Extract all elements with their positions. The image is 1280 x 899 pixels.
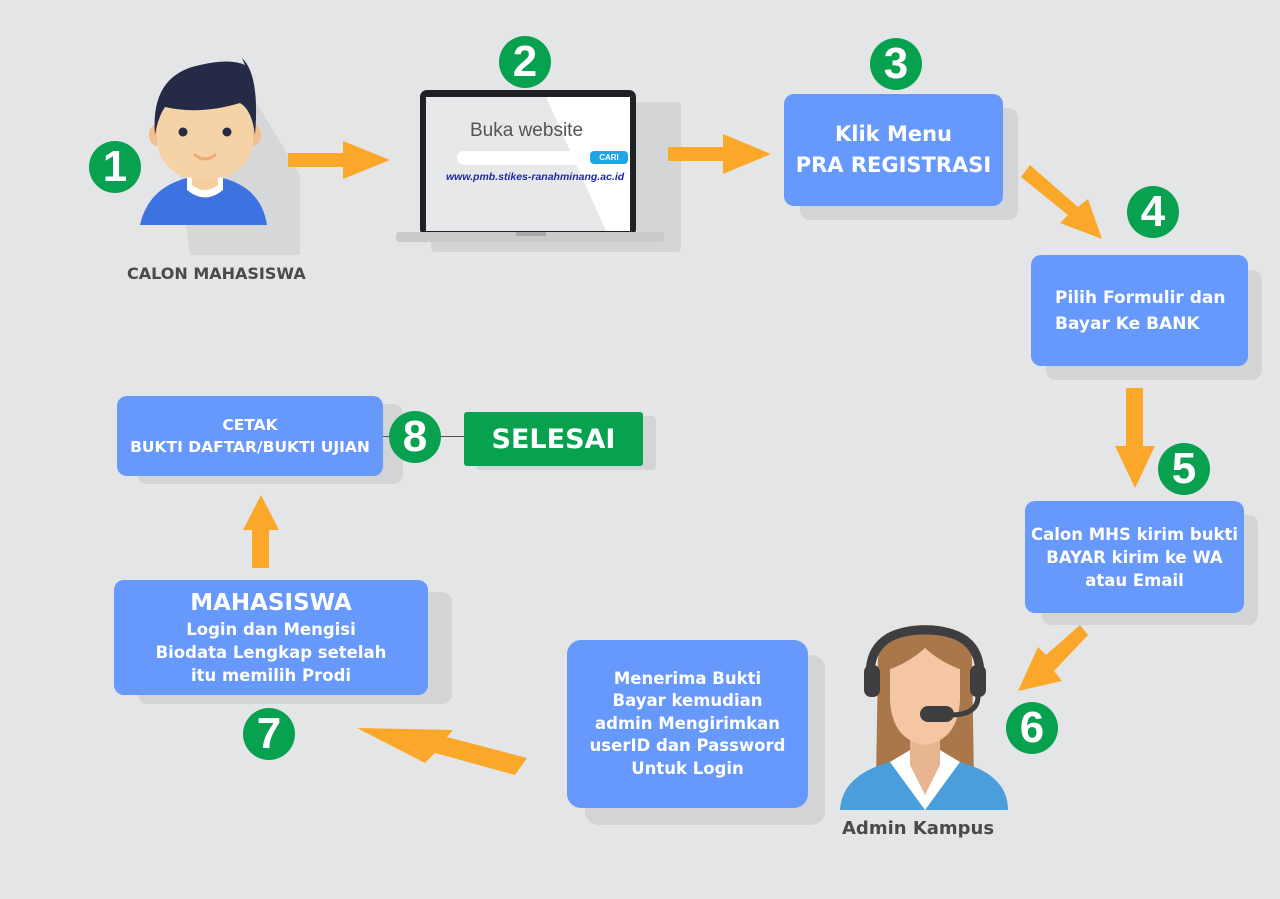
step-6-line: userID dan Password: [589, 736, 786, 756]
step-8-line: CETAK: [222, 416, 278, 434]
step-7-badge: 7: [243, 708, 295, 760]
arrow-right-icon: [288, 141, 390, 179]
arrow-left-icon: [357, 728, 527, 775]
step-2-badge: 2: [499, 36, 551, 88]
step-6-line: admin Mengirimkan: [595, 713, 780, 733]
step-5-box: Calon MHS kirim bukti BAYAR kirim ke WA …: [1025, 501, 1244, 613]
laptop-heading: Buka website: [470, 120, 584, 141]
student-caption: CALON MAHASISWA: [127, 264, 306, 283]
step-5-line: BAYAR kirim ke WA: [1046, 547, 1223, 567]
step-8-badge: 8: [389, 411, 441, 463]
laptop-icon: [396, 90, 681, 252]
step-7-line: Login dan Mengisi: [186, 620, 356, 639]
arrow-down-right-icon: [1021, 165, 1102, 239]
url-search-input[interactable]: [457, 151, 585, 165]
done-button[interactable]: SELESAI: [464, 412, 643, 466]
step-3-line: Klik Menu: [835, 122, 952, 146]
step-8-line: BUKTI DAFTAR/BUKTI UJIAN: [130, 438, 370, 456]
step-7-line: itu memilih Prodi: [190, 666, 352, 685]
website-url-link[interactable]: www.pmb.stikes-ranahminang.ac.id: [446, 171, 625, 183]
step-4-line: Bayar Ke BANK: [1055, 313, 1200, 334]
step-5-line: Calon MHS kirim bukti: [1030, 524, 1238, 544]
admin-caption: Admin Kampus: [842, 818, 995, 839]
step-6-badge: 6: [1006, 702, 1058, 754]
step-7-box: MAHASISWA Login dan Mengisi Biodata Leng…: [114, 580, 428, 695]
step-6-line: Untuk Login: [631, 758, 744, 778]
step-6-line: Bayar kemudian: [612, 691, 763, 711]
step-4-badge: 4: [1127, 186, 1179, 238]
arrow-right-icon: [668, 134, 771, 174]
arrow-down-icon: [1115, 388, 1155, 488]
step-8-box: CETAK BUKTI DAFTAR/BUKTI UJIAN: [117, 396, 383, 476]
student-avatar-icon: [140, 58, 300, 255]
step-6-line: Menerima Bukti: [613, 668, 762, 688]
step-7-title: MAHASISWA: [190, 590, 352, 616]
admin-headset-avatar-icon: [840, 625, 1008, 810]
arrow-down-left-icon: [1018, 625, 1088, 691]
step-6-box: Menerima Bukti Bayar kemudian admin Meng…: [567, 640, 808, 808]
step-4-box: Pilih Formulir dan Bayar Ke BANK: [1031, 255, 1248, 366]
step-4-line: Pilih Formulir dan: [1055, 287, 1226, 308]
arrow-up-icon: [243, 495, 279, 568]
search-button[interactable]: CARI: [590, 151, 628, 164]
step-7-line: Biodata Lengkap setelah: [155, 643, 387, 662]
step-3-box: Klik Menu PRA REGISTRASI: [784, 94, 1003, 206]
step-3-line: PRA REGISTRASI: [795, 153, 992, 177]
step-5-line: atau Email: [1085, 570, 1184, 590]
step-3-badge: 3: [870, 38, 922, 90]
step-5-badge: 5: [1158, 443, 1210, 495]
step-1-badge: 1: [89, 141, 141, 193]
